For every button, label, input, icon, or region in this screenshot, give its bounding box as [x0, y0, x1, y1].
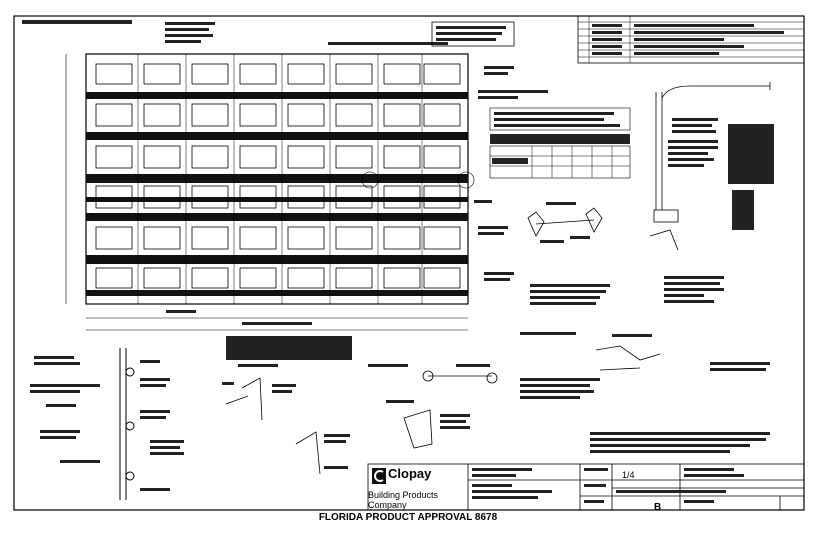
clopay-logo-mark: [372, 468, 386, 484]
hardware-details: [225, 345, 661, 475]
elevation-notes: [165, 21, 548, 325]
section-left-notes: [30, 356, 184, 491]
wind-load-table: [489, 107, 631, 179]
revision-letter: B: [654, 502, 662, 513]
revision-table: [577, 15, 805, 64]
hardware-notes: [222, 332, 770, 469]
mid-notes: [530, 202, 724, 305]
vertical-section-left: [119, 348, 135, 500]
company-name: Clopay: [388, 466, 432, 481]
company-subtitle: Building Products Company: [368, 490, 439, 510]
door-elevation: [65, 53, 475, 331]
title-block-fields: [472, 468, 744, 503]
hinge-detail: [527, 207, 603, 237]
drawing-ref-note: [22, 20, 132, 24]
track-section-detail: [649, 82, 771, 251]
title-block: [367, 463, 805, 511]
track-notes: [668, 118, 774, 230]
scale-value: 1/4: [622, 470, 635, 480]
general-notes: [226, 336, 352, 367]
approval-caption: FLORIDA PRODUCT APPROVAL 8678: [318, 512, 498, 523]
